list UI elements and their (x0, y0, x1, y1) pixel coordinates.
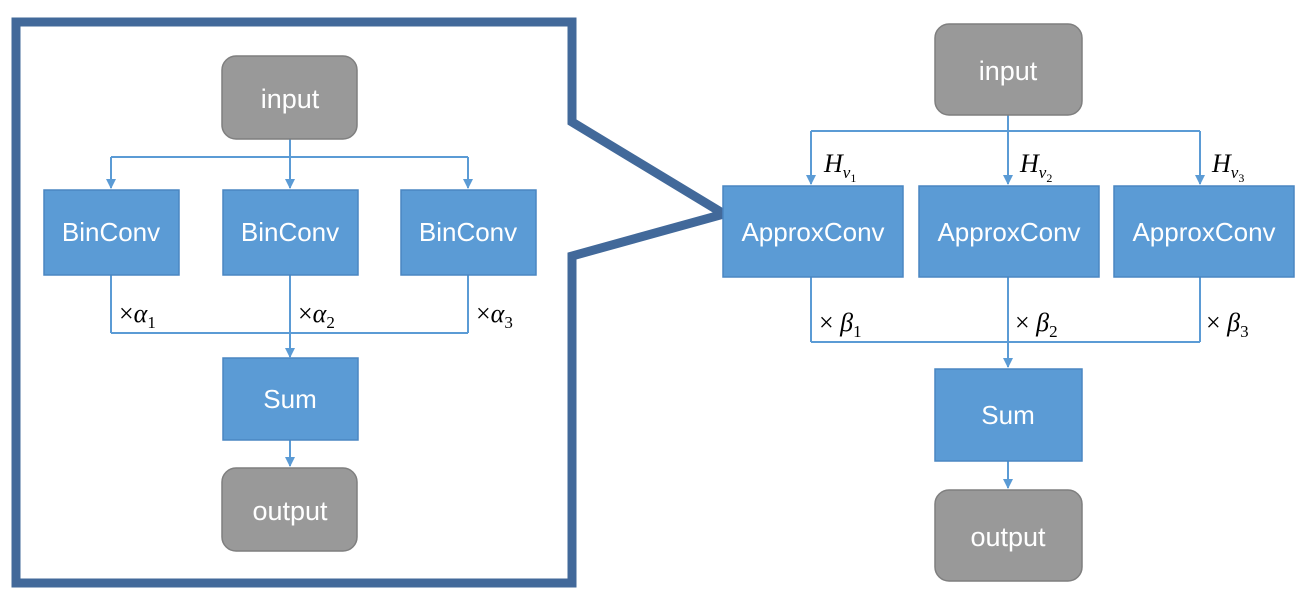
callout-frame (11, 17, 736, 588)
right-sum-label: Sum (981, 400, 1034, 430)
left-weight-alpha-2: ×α2 (298, 299, 335, 332)
left-output-node (221, 467, 358, 552)
right-output-node (934, 489, 1083, 582)
left-input-label: input (261, 84, 320, 114)
right-approxconv-box-1 (722, 185, 904, 278)
right-approxconv-label-1: ApproxConv (741, 217, 884, 247)
right-diagram: input Hv1 Hv2 Hv3 ApproxConv ApproxConv … (722, 23, 1295, 582)
left-diagram: input BinConv BinConv BinConv ×α1 ×α2 ×α… (43, 55, 537, 552)
left-binconv-box-3 (400, 189, 537, 276)
left-binconv-label-3: BinConv (419, 217, 517, 247)
right-approxconv-box-2 (918, 185, 1100, 278)
right-approxconv-label-2: ApproxConv (937, 217, 1080, 247)
right-connectors (806, 115, 1205, 489)
right-weight-beta-2: × β2 (1015, 308, 1058, 341)
left-sum-box (222, 357, 359, 441)
left-input-node (221, 55, 358, 140)
left-weight-alpha-1: ×α1 (119, 299, 156, 332)
right-hash-label-2: Hv2 (1019, 149, 1052, 185)
left-binconv-box-2 (222, 189, 359, 276)
left-binconv-box-1 (43, 189, 180, 276)
right-hash-label-1: Hv1 (823, 149, 856, 185)
right-approxconv-box-3 (1113, 185, 1295, 278)
left-binconv-label-2: BinConv (241, 217, 339, 247)
left-sum-label: Sum (263, 384, 316, 414)
right-weight-beta-3: × β3 (1206, 308, 1249, 341)
left-binconv-label-1: BinConv (62, 217, 160, 247)
right-output-label: output (970, 522, 1046, 552)
right-hash-label-3: Hv3 (1211, 149, 1244, 185)
right-sum-box (934, 368, 1083, 462)
left-output-label: output (252, 496, 328, 526)
right-input-node (934, 23, 1083, 116)
right-approxconv-label-3: ApproxConv (1132, 217, 1275, 247)
right-weight-beta-1: × β1 (819, 308, 862, 341)
left-weight-alpha-3: ×α3 (476, 299, 513, 332)
right-input-label: input (979, 56, 1038, 86)
left-connectors (106, 139, 473, 467)
